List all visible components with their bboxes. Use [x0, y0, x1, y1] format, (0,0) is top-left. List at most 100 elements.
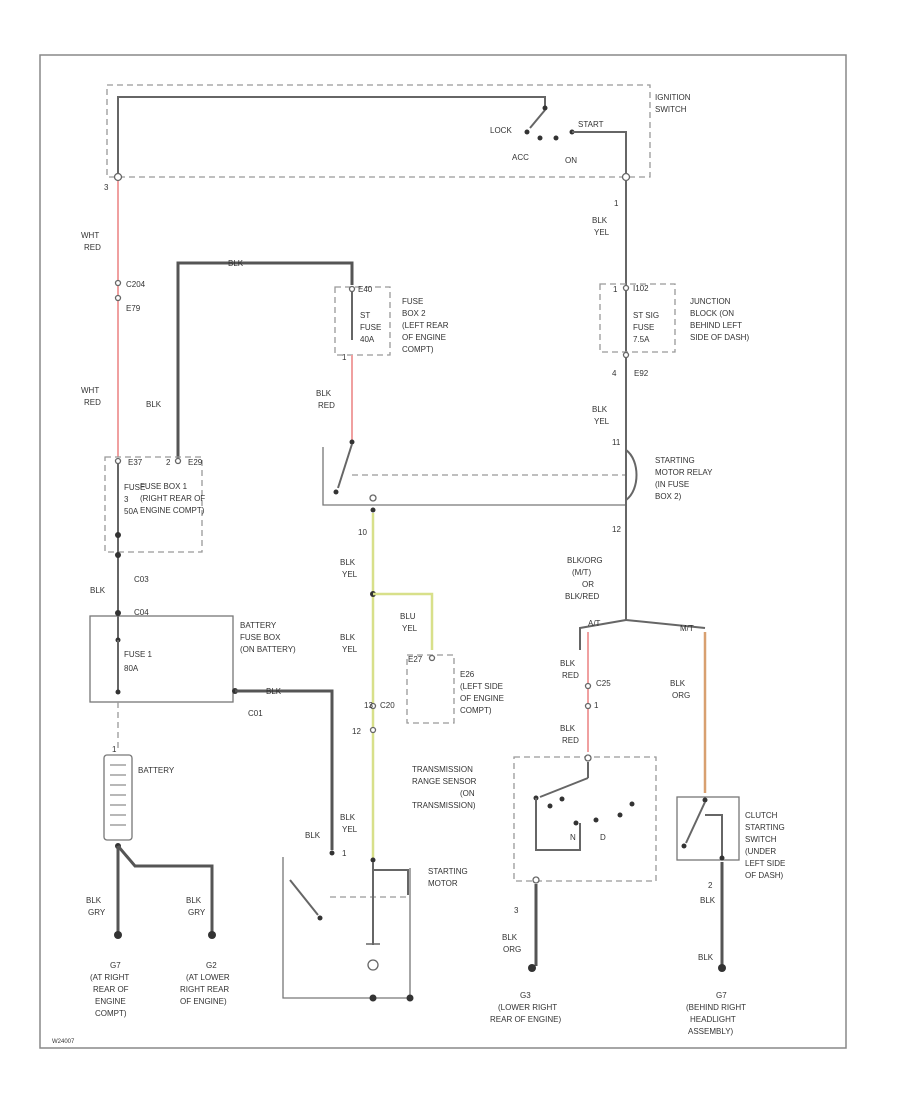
junction-label-4: SIDE OF DASH)	[690, 333, 749, 342]
ignition-switch: IGNITION SWITCH LOCK ACC ON START 3 1	[104, 84, 691, 208]
fuse-box-1: E37 2 E29 FUSE 3 50A FUSE BOX 1 (RIGHT R…	[90, 456, 205, 640]
wire-label-blk-red-2: RED	[318, 401, 335, 410]
ignition-lock-label: LOCK	[490, 126, 512, 135]
ground-g4-label-4: ASSEMBLY)	[688, 1027, 734, 1036]
at-mt-branch: A/T M/T BLK RED C25 1 BLK RED BLK ORG	[560, 619, 707, 793]
battery-fuse-box-top-connector: C04	[134, 608, 149, 617]
clutch-starting-switch: CLUTCH STARTING SWITCH (UNDER LEFT SIDE …	[676, 796, 785, 966]
battery-fuse-box-bottom-connector: C01	[248, 709, 263, 718]
transmission-range-sensor: N D TRANSMISSION RANGE SENSOR (ON TRANSM…	[412, 754, 657, 966]
fuse-box-2: E40 ST FUSE 40A 1 FUSE BOX 2 (LEFT REAR …	[316, 285, 449, 440]
battery-fuse-box-label-3: (ON BATTERY)	[240, 645, 296, 654]
ignition-start-label: START	[578, 120, 604, 129]
fuse-box1-label-1: FUSE BOX 1	[140, 482, 188, 491]
wire-label-blk-yel-lower-1: BLK	[340, 633, 356, 642]
ground-g3-label-2: (LOWER RIGHT	[498, 1003, 557, 1012]
wire-label-blk-yel-top-2: YEL	[594, 228, 610, 237]
ground-g2-label-4: OF ENGINE)	[180, 997, 227, 1006]
wire-label-blk-org-3: OR	[582, 580, 594, 589]
wire-label-blk-red-tr-1: BLK	[560, 659, 576, 668]
ground-g4-label-3: HEADLIGHT	[690, 1015, 736, 1024]
wire-label-blk-org-1: BLK/ORG	[567, 556, 603, 565]
battery-label: BATTERY	[138, 766, 175, 775]
fuse-box1-fuse-2: 3	[124, 495, 129, 504]
tr-sensor-d: D	[600, 833, 606, 842]
splice-e26-ref: E27	[408, 655, 423, 664]
splice-e26-label-4: COMPT)	[460, 706, 492, 715]
wire-label-blk-cl: BLK	[700, 896, 716, 905]
fuse-box1-fuse-3: 50A	[124, 507, 139, 516]
wire-label-blk-left: BLK	[146, 400, 162, 409]
ignition-pin-right: 1	[614, 199, 619, 208]
relay-label-2: MOTOR RELAY	[655, 468, 713, 477]
wire-label-blk-yel-relay-1: BLK	[592, 405, 608, 414]
wire-label-blk-yel-relay-2: YEL	[594, 417, 610, 426]
tr-sensor-label-2: RANGE SENSOR	[412, 777, 477, 786]
right-column-wire: BLK YEL BLK YEL BLK/ORG (M/T) OR BLK/RED	[565, 181, 627, 620]
ground-g3: G3 (LOWER RIGHT REAR OF ENGINE)	[490, 964, 561, 1024]
fuse-box1-label-3: ENGINE COMPT)	[140, 506, 205, 515]
starting-motor-label-1: STARTING	[428, 867, 468, 876]
ground-g1-label-4: ENGINE	[95, 997, 126, 1006]
clutch-label-1: CLUTCH	[745, 811, 778, 820]
junction-label-2: BLOCK (ON	[690, 309, 734, 318]
fuse-box1-pin-right: 2	[166, 458, 171, 467]
wire-label-blk-motor: BLK	[305, 831, 321, 840]
wire-label-wht-red-top-1: WHT	[81, 231, 99, 240]
ground-g2: G2 (AT LOWER RIGHT REAR OF ENGINE)	[180, 931, 230, 1006]
fuse-box2-fuse-2: FUSE	[360, 323, 381, 332]
clutch-label-3: SWITCH	[745, 835, 777, 844]
fuse-box2-fuse-1: ST	[360, 311, 370, 320]
relay-label-4: BOX 2)	[655, 492, 682, 501]
fuse-box2-label-5: COMPT)	[402, 345, 434, 354]
wire-label-blk-org-cl-1: BLK	[670, 679, 686, 688]
junction-fuse-2: FUSE	[633, 323, 654, 332]
junction-fuse-3: 7.5A	[633, 335, 650, 344]
wire-label-blk-yel-mid-2: YEL	[342, 570, 358, 579]
fuse-box1-bottom-connector: C03	[134, 575, 149, 584]
starting-motor: BLK 1 STARTING MOTOR	[282, 831, 468, 1002]
wire-label-blk-org-tr-1: BLK	[502, 933, 518, 942]
wire-label-blk-yel-top-1: BLK	[592, 216, 608, 225]
ground-g4-label-1: G7	[716, 991, 727, 1000]
relay-pin-bottom: 12	[612, 525, 621, 534]
wire-label-blk-top: BLK	[228, 259, 244, 268]
blk-wire-fusebox-link: BLK BLK	[146, 259, 354, 460]
ground-g1-label-5: COMPT)	[95, 1009, 127, 1018]
wire-label-blk-red-tr2-1: BLK	[560, 724, 576, 733]
starting-motor-label-2: MOTOR	[428, 879, 458, 888]
ground-g2-label-2: (AT LOWER	[186, 973, 230, 982]
wire-label-blk-gry-right-1: BLK	[186, 896, 202, 905]
wire-label-blu-yel-2: YEL	[402, 624, 418, 633]
wire-label-blk-red-1: BLK	[316, 389, 332, 398]
ground-g1: G7 (AT RIGHT REAR OF ENGINE COMPT)	[90, 931, 129, 1018]
wire-label-blk-yel-lower-2: YEL	[342, 645, 358, 654]
junction-label-1: JUNCTION	[690, 297, 731, 306]
tr-sensor-n: N	[570, 833, 576, 842]
junction-fuse-1: ST SIG	[633, 311, 659, 320]
fuse-box2-fuse-3: 40A	[360, 335, 375, 344]
ground-g1-label-3: REAR OF	[93, 985, 129, 994]
fuse-box2-label-2: BOX 2	[402, 309, 426, 318]
inline-c25-connector: C25	[596, 679, 611, 688]
relay-label-3: (IN FUSE	[655, 480, 689, 489]
diagram-frame	[39, 54, 847, 1049]
junction-bottom-connector: E92	[634, 369, 649, 378]
wire-label-blk-yel-motor-1: BLK	[340, 813, 356, 822]
clutch-label-2: STARTING	[745, 823, 785, 832]
ignition-pin-left: 3	[104, 183, 109, 192]
wire-label-blk-org-4: BLK/RED	[565, 592, 599, 601]
splice-e26-label-2: (LEFT SIDE	[460, 682, 503, 691]
junction-label-3: BEHIND LEFT	[690, 321, 742, 330]
fuse-box2-label-1: FUSE	[402, 297, 423, 306]
ignition-acc-label: ACC	[512, 153, 529, 162]
ground-g1-label-1: G7	[110, 961, 121, 970]
ground-g4: G7 (BEHIND RIGHT HEADLIGHT ASSEMBLY)	[686, 964, 746, 1036]
battery-fuse-box-label-1: BATTERY	[240, 621, 277, 630]
wire-label-blk-yel-mid-1: BLK	[340, 558, 356, 567]
starting-motor-relay: 10 STARTING MOTOR RELAY (IN FUSE BOX 2) …	[322, 438, 713, 537]
wire-label-mt: M/T	[680, 624, 694, 633]
ignition-switch-label-1: IGNITION	[655, 93, 691, 102]
ignition-on-label: ON	[565, 156, 577, 165]
